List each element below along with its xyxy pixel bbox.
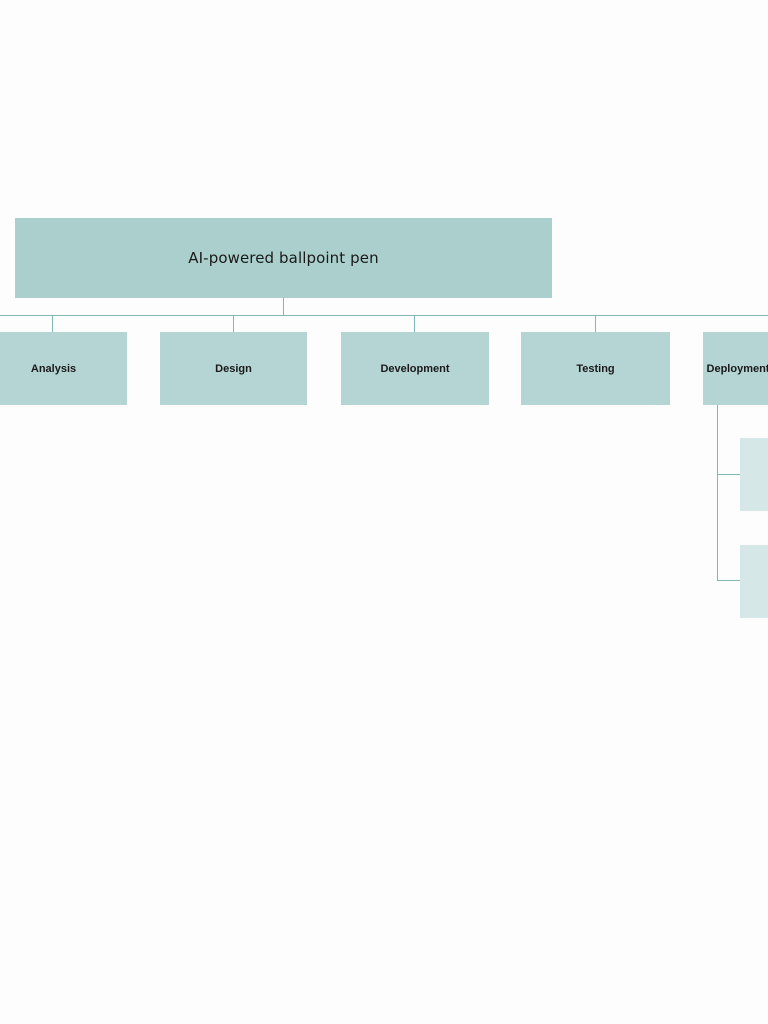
root-node[interactable]: AI-powered ballpoint pen bbox=[15, 218, 552, 298]
connector-deployment-vertical bbox=[717, 405, 718, 581]
connector-drop-testing bbox=[595, 315, 596, 332]
connector-drop-analysis bbox=[52, 315, 53, 332]
connector-deployment-child-1 bbox=[717, 474, 740, 475]
phase-node-development[interactable]: Development bbox=[341, 332, 489, 405]
phase-node-label: Testing bbox=[576, 362, 615, 375]
deployment-child-node-1[interactable] bbox=[740, 438, 768, 511]
phase-node-deployment[interactable]: Deployment bbox=[703, 332, 768, 405]
connector-root-stem bbox=[283, 298, 284, 316]
connector-drop-design bbox=[233, 315, 234, 332]
connector-drop-development bbox=[414, 315, 415, 332]
root-node-label: AI-powered ballpoint pen bbox=[188, 249, 379, 267]
connector-deployment-child-2 bbox=[717, 580, 740, 581]
phase-node-label: Deployment bbox=[706, 362, 768, 375]
phase-node-testing[interactable]: Testing bbox=[521, 332, 670, 405]
connector-horizontal-bus bbox=[0, 315, 768, 316]
deployment-child-node-2[interactable] bbox=[740, 545, 768, 618]
phase-node-label: Design bbox=[215, 362, 252, 375]
phase-node-label: Development bbox=[380, 362, 450, 375]
phase-node-design[interactable]: Design bbox=[160, 332, 307, 405]
phase-node-label: Analysis bbox=[30, 362, 77, 375]
phase-node-analysis[interactable]: Analysis bbox=[0, 332, 127, 405]
